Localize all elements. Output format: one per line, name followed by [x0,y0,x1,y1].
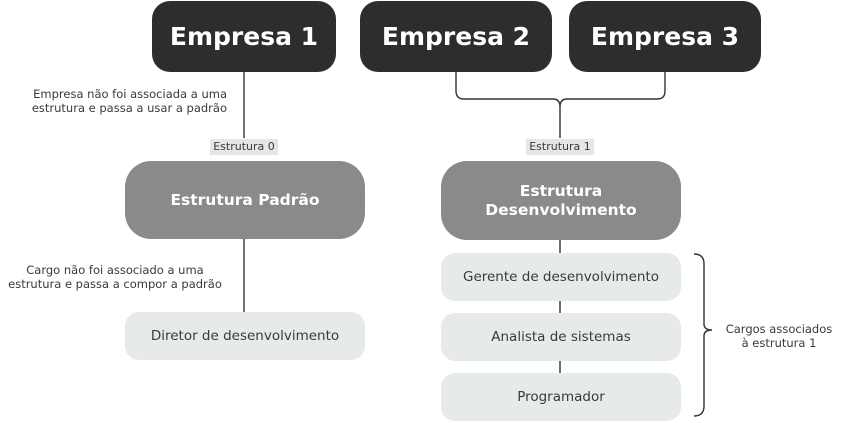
brace-companies [455,72,666,138]
role-note: Cargo não foi associado a uma estrutura … [0,263,230,291]
dev-structure-line-1: Estrutura [519,181,603,200]
role-note-line-2: estrutura e passa a compor a padrão [8,277,222,291]
role-note-line-1: Cargo não foi associado a uma [26,263,204,277]
default-structure-box: Estrutura Padrão [125,161,365,239]
structure-0-tag: Estrutura 0 [210,139,278,155]
roles-group-note-line-2: à estrutura 1 [741,336,817,350]
company-note-line-2: estrutura e passa a usar a padrão [31,101,227,115]
company-3-box: Empresa 3 [569,1,761,72]
roles-group-note-line-1: Cargos associados [725,322,833,336]
company-2-box: Empresa 2 [360,1,552,72]
role-analyst: Analista de sistemas [441,313,681,361]
brace-roles [693,253,713,417]
dev-structure-box: Estrutura Desenvolvimento [441,161,681,240]
role-director: Diretor de desenvolvimento [125,312,365,360]
structure-1-tag: Estrutura 1 [526,139,594,155]
role-manager: Gerente de desenvolvimento [441,253,681,301]
dev-structure-line-2: Desenvolvimento [485,200,637,219]
roles-group-note: Cargos associados à estrutura 1 [718,322,840,350]
role-programmer: Programador [441,373,681,421]
company-note-line-1: Empresa não foi associada a uma [33,87,227,101]
company-1-box: Empresa 1 [152,1,336,72]
company-note: Empresa não foi associada a uma estrutur… [32,87,227,115]
